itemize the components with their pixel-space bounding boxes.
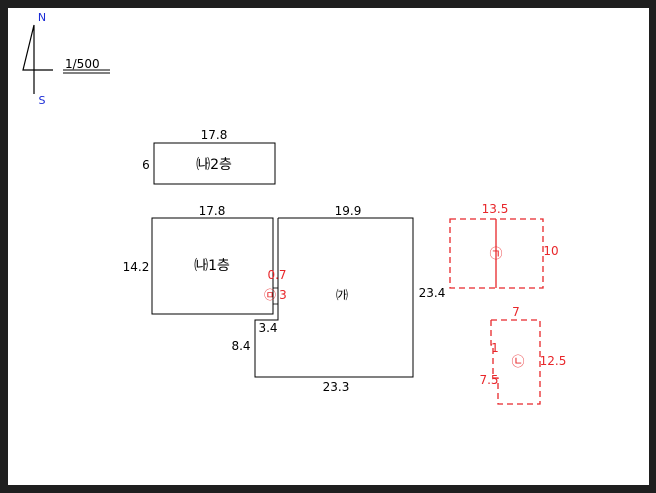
na-circle-notch-label: 1: [491, 341, 499, 355]
na-2f-height-label: 6: [142, 158, 150, 172]
na-2f-width-label: 17.8: [201, 128, 228, 142]
ga-bottom-label: 23.3: [323, 380, 350, 394]
compass-south-label: S: [39, 94, 46, 107]
site-plan: N S 1/500 17.8 6 ㈏2층 17.8 14.2 ㈏1층 19.9 …: [22, 11, 567, 405]
ma-width-label: 3: [279, 288, 287, 302]
ga-circle-width-label: 13.5: [482, 202, 509, 216]
ga-left-lower-label: 8.4: [231, 339, 250, 353]
na-circle-top-label: 7: [512, 305, 520, 319]
building-na-1f: [151, 217, 274, 315]
north-arrow-icon: [22, 24, 53, 94]
ma-label: ㉤: [264, 288, 276, 302]
ga-circle-label: ㉠: [489, 247, 502, 262]
scale-label: 1/500: [65, 57, 100, 71]
ga-right-label: 23.4: [419, 286, 446, 300]
na-2f-label: ㈏2층: [196, 157, 232, 173]
na-circle-label: ㉡: [511, 355, 524, 370]
compass-north-label: N: [38, 11, 46, 24]
building-ma: [272, 287, 279, 305]
ga-top-label: 19.9: [335, 204, 362, 218]
ga-step-label: 3.4: [258, 321, 277, 335]
drawing-canvas: N S 1/500 17.8 6 ㈏2층 17.8 14.2 ㈏1층 19.9 …: [8, 8, 649, 485]
na-circle-left-lower-label: 7.5: [479, 373, 498, 387]
na-1f-label: ㈏1층: [194, 258, 230, 274]
ga-label: ㈎: [336, 288, 348, 302]
building-ga: [254, 217, 414, 378]
na-1f-height-label: 14.2: [123, 260, 150, 274]
ga-circle-height-label: 10: [543, 244, 558, 258]
ma-offset-label: 0.7: [267, 268, 286, 282]
na-1f-width-label: 17.8: [199, 204, 226, 218]
na-circle-right-label: 12.5: [540, 354, 567, 368]
building-na-2f: [153, 142, 276, 185]
north-arrow-triangle: [22, 24, 35, 71]
building-na-circle: [490, 319, 541, 405]
